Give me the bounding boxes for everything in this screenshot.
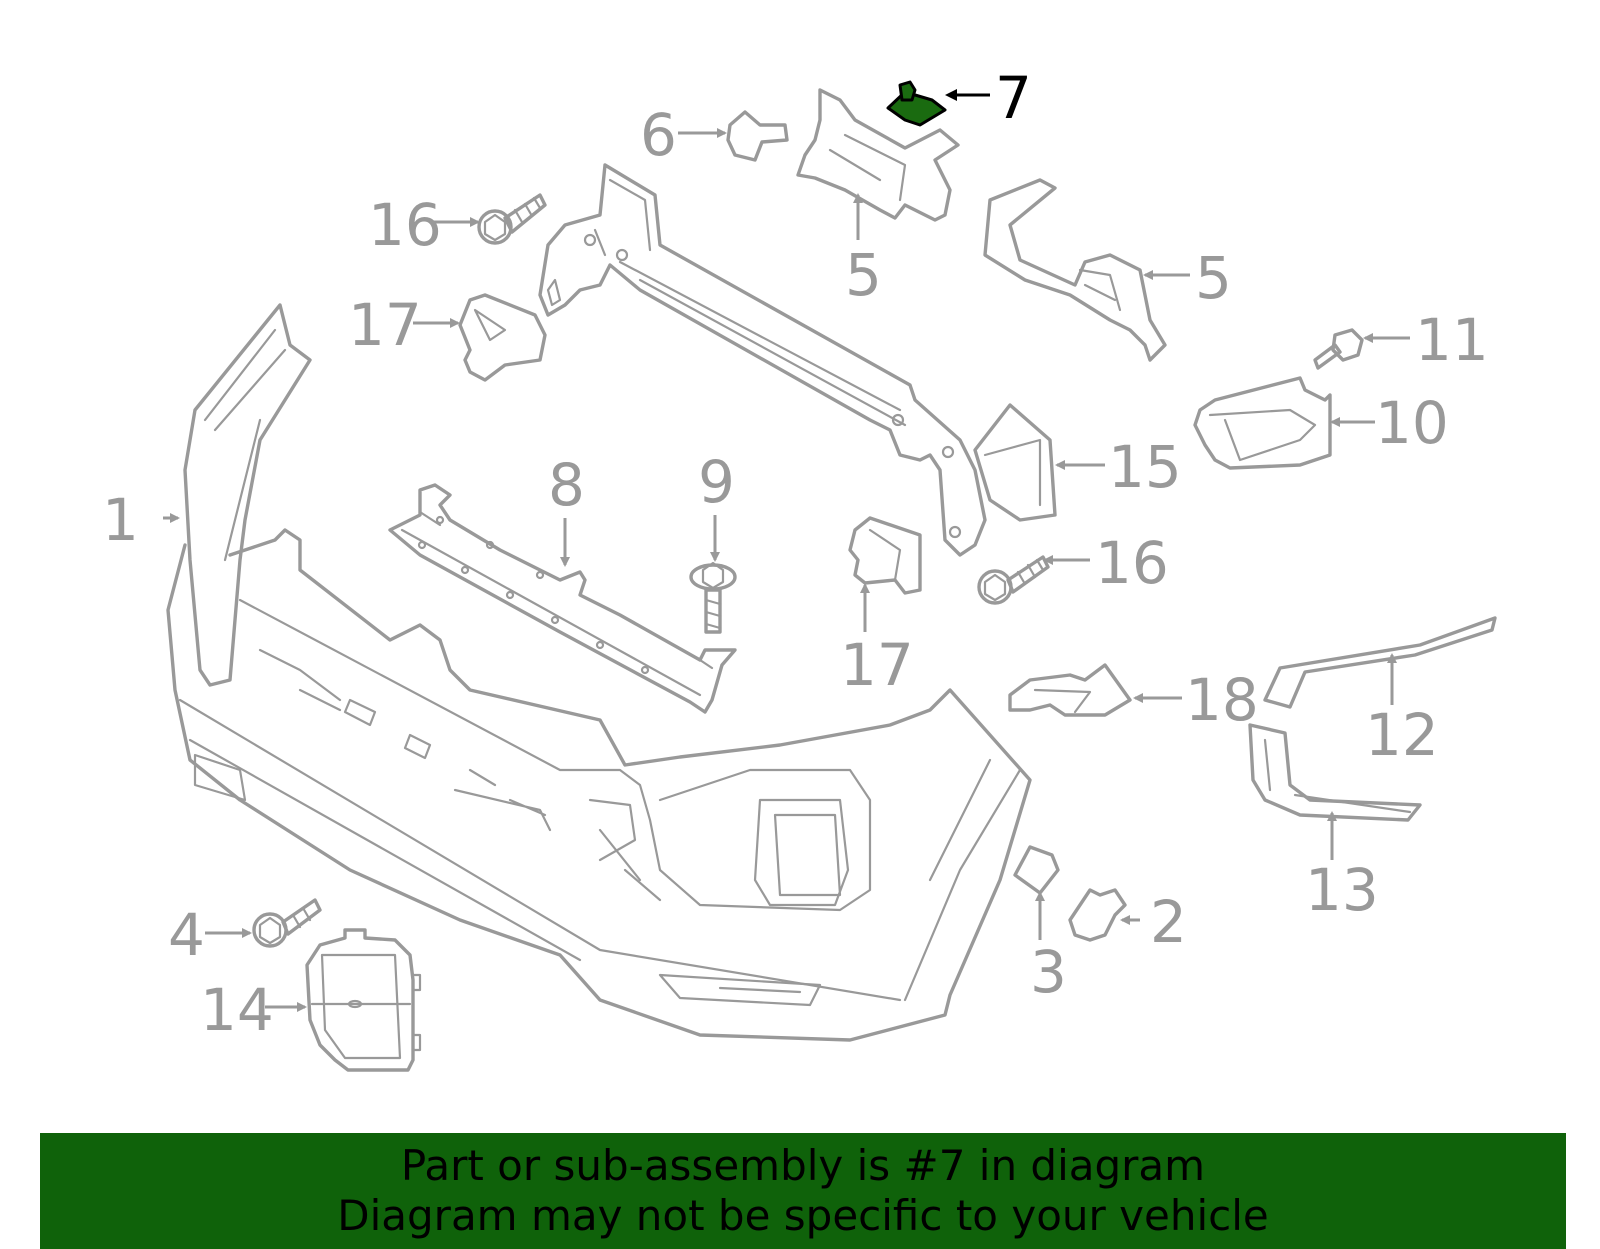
bolt-upper-part[interactable] xyxy=(477,193,547,245)
small-bracket-part[interactable] xyxy=(1008,663,1132,717)
bumper-cover-part[interactable] xyxy=(166,303,1032,1042)
callout-17-lower: 17 xyxy=(840,631,914,699)
banner-line-2: Diagram may not be specific to your vehi… xyxy=(337,1191,1269,1240)
lower-molding-part[interactable] xyxy=(1248,723,1422,822)
banner-line-1: Part or sub-assembly is #7 in diagram xyxy=(400,1141,1206,1190)
side-bracket-lower-part[interactable] xyxy=(848,516,922,595)
leader-arrows xyxy=(163,89,1410,1012)
fog-lamp-grille-part[interactable] xyxy=(305,928,422,1072)
callout-9: 9 xyxy=(698,448,735,516)
callout-5-left: 5 xyxy=(845,241,882,309)
absorber-strip-part[interactable] xyxy=(388,483,737,714)
info-banner: Part or sub-assembly is #7 in diagram Di… xyxy=(40,1133,1566,1249)
callout-6: 6 xyxy=(640,101,677,169)
screw-part[interactable] xyxy=(1313,328,1364,370)
bolt-vertical-part[interactable] xyxy=(689,561,737,634)
callout-3: 3 xyxy=(1030,938,1067,1006)
callout-7: 7 xyxy=(995,64,1032,132)
callout-16-upper: 16 xyxy=(368,191,442,259)
bumper-reinforcement-part[interactable] xyxy=(538,163,1057,557)
callout-18: 18 xyxy=(1185,666,1259,734)
bracket-left-part[interactable] xyxy=(796,88,960,222)
callout-4: 4 xyxy=(168,901,205,969)
callout-12: 12 xyxy=(1365,701,1439,769)
callout-8: 8 xyxy=(548,451,585,519)
fog-lamp-bracket-part[interactable] xyxy=(1193,376,1332,470)
parts-diagram: 1 2 3 4 5 5 6 7 8 9 10 11 12 13 14 15 16… xyxy=(102,64,1497,1072)
tow-hook-cover-part[interactable] xyxy=(1013,845,1060,895)
callout-14: 14 xyxy=(200,976,274,1044)
push-clip-part[interactable] xyxy=(726,110,789,162)
callout-13: 13 xyxy=(1305,856,1379,924)
bolt-4-part[interactable] xyxy=(252,898,322,948)
callout-15: 15 xyxy=(1108,433,1182,501)
highlighted-nut-part[interactable] xyxy=(886,80,947,127)
bracket-right-part[interactable] xyxy=(983,178,1167,362)
callout-5-right: 5 xyxy=(1195,244,1232,312)
callout-2: 2 xyxy=(1150,888,1187,956)
upper-molding-part[interactable] xyxy=(1263,616,1497,709)
retainer-clip-part[interactable] xyxy=(1068,888,1127,942)
bolt-lower-part[interactable] xyxy=(977,555,1050,605)
callout-10: 10 xyxy=(1375,389,1449,457)
callout-11: 11 xyxy=(1415,306,1489,374)
callout-1: 1 xyxy=(102,486,139,554)
callout-17-upper: 17 xyxy=(348,291,422,359)
side-bracket-upper-part[interactable] xyxy=(458,293,547,382)
callout-16-lower: 16 xyxy=(1095,529,1169,597)
